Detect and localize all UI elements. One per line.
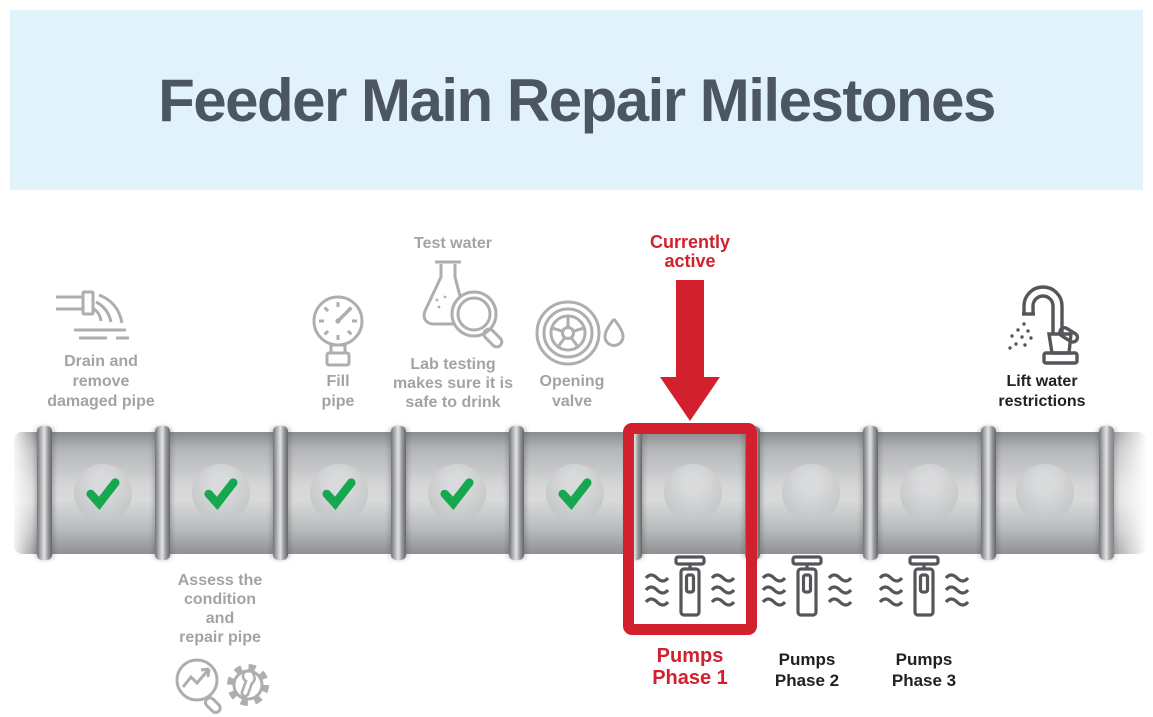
check-icon [86, 478, 120, 510]
milestone-title-test-water: Test water [414, 235, 492, 252]
valve-wheel-icon [534, 298, 628, 368]
check-icon [322, 478, 356, 510]
flask-magnifier-icon [406, 258, 510, 352]
pipe-left-fade [0, 418, 38, 566]
pipe-joint [391, 426, 406, 560]
pipe-right-fade [1106, 418, 1153, 566]
check-icon [558, 478, 592, 510]
pipe-joint [981, 426, 996, 560]
segment-status-pending [782, 464, 840, 522]
magnifier-and-gear-icon [172, 656, 274, 714]
pump-icon [642, 554, 738, 622]
currently-active-label: Currently active [649, 232, 730, 271]
drain-pipe-icon [54, 288, 144, 346]
pipe-joint [273, 426, 288, 560]
milestone-label-pumps-phase-1: Pumps Phase 1 [652, 645, 728, 689]
pipe-joint [509, 426, 524, 560]
segment-status-active [664, 464, 722, 522]
check-icon [440, 478, 474, 510]
pump-icon [876, 554, 972, 622]
milestone-label-lift: Lift water restrictions [998, 373, 1086, 410]
segment-status-done [192, 464, 250, 522]
milestone-label-test: Lab testing makes sure it is safe to dri… [392, 356, 514, 411]
down-arrow-icon [656, 280, 724, 422]
pressure-gauge-icon [310, 293, 366, 367]
header-banner: Feeder Main Repair Milestones [10, 10, 1143, 190]
page-title: Feeder Main Repair Milestones [158, 66, 996, 134]
check-icon [204, 478, 238, 510]
pipe-joint [37, 426, 52, 560]
milestone-label-valve: Opening valve [539, 373, 605, 410]
milestone-label-pumps-phase-3: Pumps Phase 3 [891, 650, 957, 690]
pipe-joint [863, 426, 878, 560]
milestone-label-pumps-phase-2: Pumps Phase 2 [774, 650, 840, 690]
active-milestone-box [623, 423, 757, 635]
milestone-label-fill: Fill pipe [321, 373, 355, 410]
pump-icon [759, 554, 855, 622]
segment-status-pending [900, 464, 958, 522]
segment-status-done [74, 464, 132, 522]
segment-status-done [546, 464, 604, 522]
segment-status-pending [1016, 464, 1074, 522]
milestone-label-assess: Assess the condition and repair pipe [177, 572, 263, 646]
faucet-icon [1000, 274, 1086, 368]
segment-status-done [428, 464, 486, 522]
pipe-joint [155, 426, 170, 560]
segment-status-done [310, 464, 368, 522]
milestone-label-drain: Drain and remove damaged pipe [47, 353, 155, 410]
